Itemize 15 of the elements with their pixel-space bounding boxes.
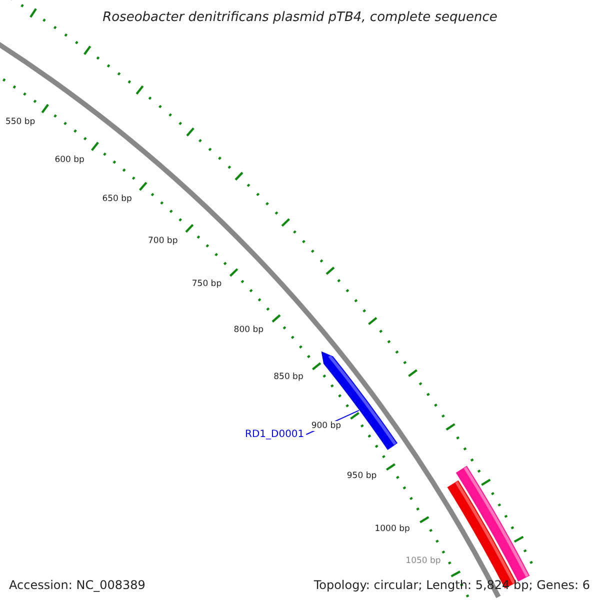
footer-text: Accession: NC_008389 [9, 578, 146, 592]
scale-label: 950 bp [346, 471, 377, 482]
scale-label: 1050 bp [406, 556, 441, 566]
scale-label: 650 bp [102, 194, 132, 204]
scale-label: 550 bp [5, 117, 36, 128]
scale-label: 600 bp [54, 154, 84, 165]
scale-label: 800 bp [234, 324, 264, 335]
scale-label: 750 bp [192, 279, 222, 290]
scale-label: 900 bp [311, 420, 342, 431]
scale-label: 1000 bp [374, 524, 410, 534]
scale-label: 850 bp [274, 372, 304, 382]
diagram-title: Roseobacter denitrificans plasmid pTB4, complete sequence [102, 10, 498, 25]
gene-bar [456, 466, 530, 582]
scale-label: 700 bp [148, 236, 178, 246]
gene-label: RD1_D0001 [245, 429, 304, 440]
